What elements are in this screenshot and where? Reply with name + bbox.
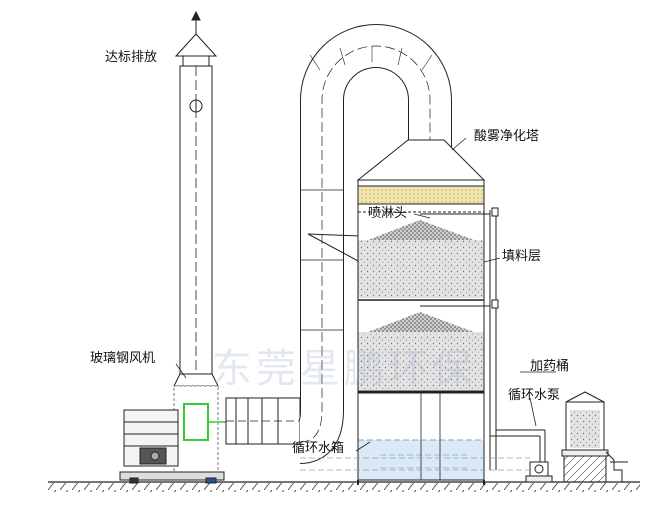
fan-assembly (119, 385, 226, 484)
label-circulation-tank: 循环水箱 (292, 441, 345, 456)
gas-duct (296, 24, 452, 464)
exhaust-stack (173, 10, 219, 387)
label-circulation-pump: 循环水泵 (508, 388, 561, 403)
dosing-bucket (561, 391, 628, 483)
packing-layer-lower (358, 312, 484, 390)
label-fan: 玻璃钢风机 (90, 351, 156, 366)
label-packing-layer: 填料层 (502, 249, 542, 264)
label-exhaust: 达标排放 (105, 50, 158, 65)
packing-layer-upper (358, 220, 484, 298)
spray-piping (420, 207, 546, 470)
inlet-duct (225, 397, 301, 445)
purification-tower (356, 139, 486, 485)
label-spray-head: 喷淋头 (368, 206, 408, 221)
circulation-tank-water (300, 457, 530, 471)
circulation-pump (525, 461, 553, 483)
label-tower: 酸雾净化塔 (474, 129, 540, 144)
watermark: 东莞星鹏环保 (212, 346, 476, 392)
label-dosing-bucket: 加药桶 (530, 359, 570, 374)
label-leaders (175, 137, 556, 452)
